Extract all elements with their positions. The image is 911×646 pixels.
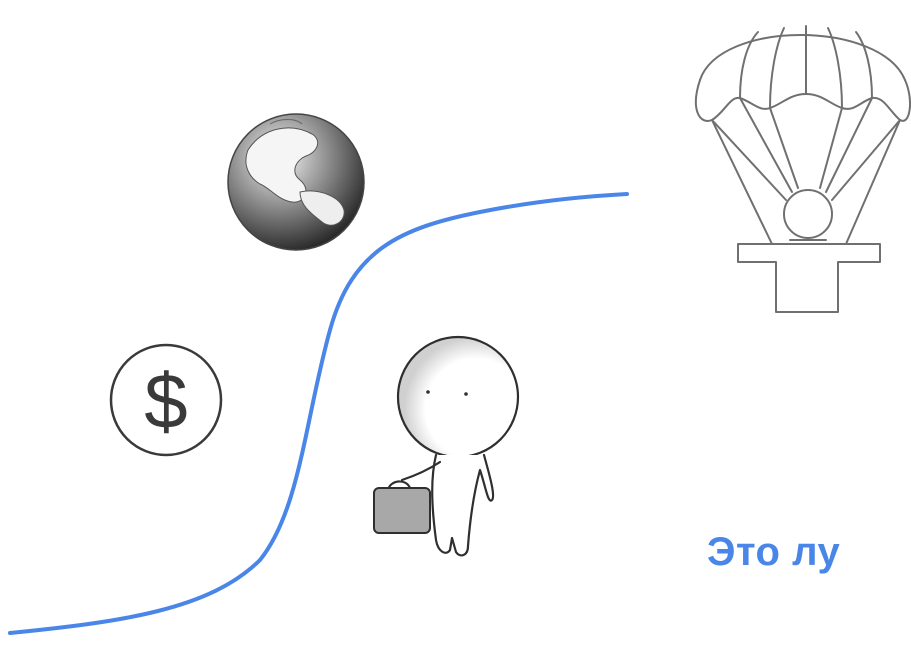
dollar-symbol: $ xyxy=(144,357,187,445)
growth-curve xyxy=(10,194,627,633)
globe-icon xyxy=(228,114,364,250)
headline-text: Это лу xyxy=(707,528,840,576)
parachute-icon xyxy=(696,26,910,312)
dollar-circle-icon: $ xyxy=(111,345,221,455)
briefcase-icon xyxy=(374,488,430,533)
